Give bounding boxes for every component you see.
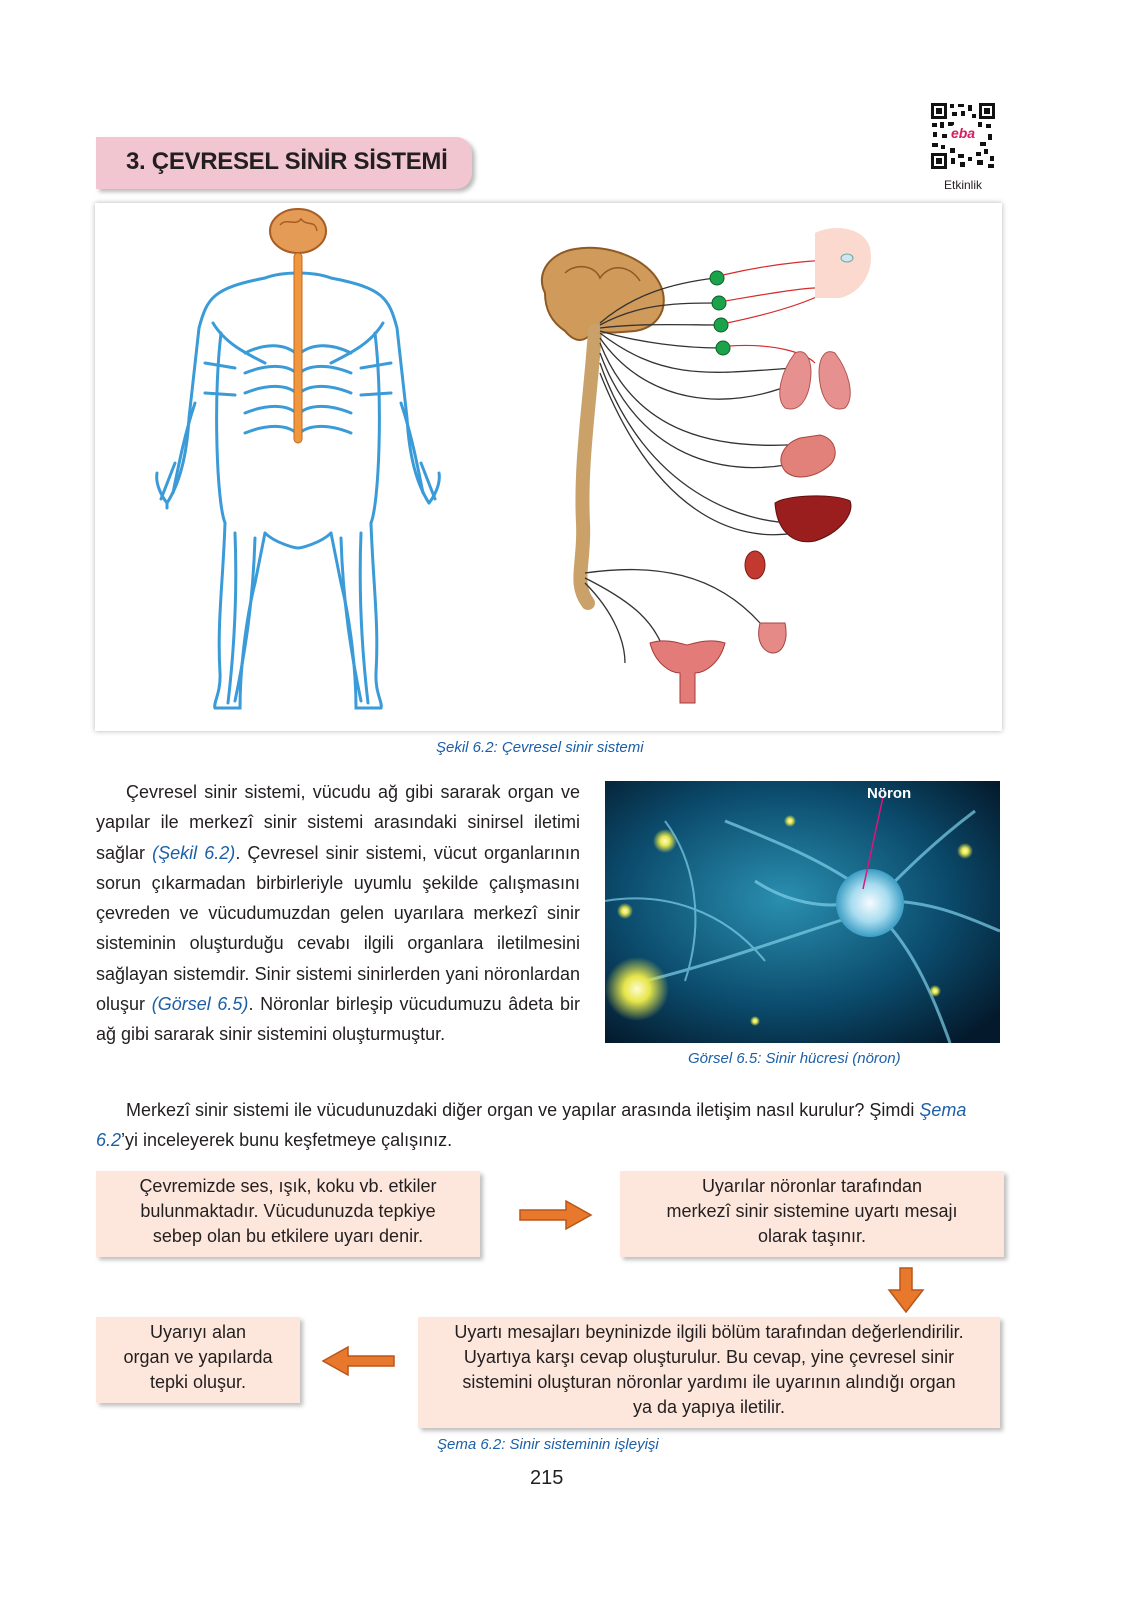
lungs-icon — [779, 351, 851, 410]
flow-box-response-line: tepki oluşur. — [149, 1372, 247, 1392]
flow-box-transmission-line: Uyarılar nöronlar tarafından — [701, 1176, 923, 1196]
flow-box-evaluation-line: sistemini oluşturan nöronlar yardımı ile… — [462, 1372, 956, 1392]
body-paragraph: Çevresel sinir sistemi, vücudu ağ gibi s… — [96, 777, 580, 1050]
autonomic-nerves-illustration — [540, 228, 871, 704]
spinal-cord — [293, 252, 303, 444]
spinal-cord-side — [573, 324, 602, 610]
brain-sagittal-icon — [540, 246, 665, 341]
flow-box-stimulus: Çevremizde ses, ışık, koku vb. etkiler b… — [96, 1171, 480, 1257]
flow-box-evaluation-line: Uyartıya karşı cevap oluşturulur. Bu cev… — [463, 1347, 955, 1367]
body-text-2: . Çevresel sinir sistemi, vücut organlar… — [96, 842, 581, 1015]
arrow-left-icon — [321, 1345, 395, 1377]
flow-box-transmission-line: merkezî sinir sistemine uyartı mesajı — [666, 1201, 958, 1221]
flow-box-transmission-line: olarak taşınır. — [757, 1226, 867, 1246]
arrow-down-icon — [887, 1267, 925, 1314]
gorsel-6-5-caption: Görsel 6.5: Sinir hücresi (nöron) — [688, 1050, 901, 1067]
flow-box-response: Uyarıyı alan organ ve yapılarda tepki ol… — [96, 1317, 300, 1403]
kidney-icon — [744, 550, 766, 580]
question-text-2: ’yi inceleyerek bunu keşfetmeye çalışını… — [121, 1130, 453, 1150]
flow-box-transmission: Uyarılar nöronlar tarafından merkezî sin… — [620, 1171, 1004, 1257]
gorsel-6-5-reference[interactable]: (Görsel 6.5) — [151, 994, 249, 1015]
brain-icon — [269, 208, 327, 254]
section-header-banner: 3. ÇEVRESEL SİNİR SİSTEMİ — [96, 137, 472, 189]
body-text-1: Çevresel sinir sistemi, vücudu ağ gibi s… — [96, 782, 580, 863]
sema-6-2-caption: Şema 6.2: Sinir sisteminin işleyişi — [437, 1436, 659, 1453]
neuron-photo: Nöron — [605, 781, 1000, 1043]
page-number: 215 — [530, 1467, 564, 1489]
flow-box-evaluation-line: Uyartı mesajları beyninizde ilgili bölüm… — [454, 1322, 964, 1342]
question-text-1: Merkezî sinir sistemi ile vücudunuzdaki … — [126, 1100, 920, 1120]
flow-box-stimulus-line: Çevremizde ses, ışık, koku vb. etkiler — [139, 1176, 437, 1196]
flow-box-stimulus-line: bulunmaktadır. Vücudunuzda tepkiye — [140, 1201, 436, 1221]
qr-badge: eba — [951, 125, 975, 141]
qr-caption: Etkinlik — [943, 178, 982, 192]
section-title: 3. ÇEVRESEL SİNİR SİSTEMİ — [126, 148, 448, 175]
flow-box-response-line: Uyarıyı alan — [149, 1322, 247, 1342]
body-text-3: . Nöronlar birleşip vücudumuzu âdeta bir… — [96, 994, 581, 1045]
flow-box-evaluation: Uyartı mesajları beyninizde ilgili bölüm… — [418, 1317, 1000, 1428]
figure-6-2-reference[interactable]: (Şekil 6.2) — [152, 842, 236, 863]
face-icon — [815, 228, 871, 298]
qr-code-icon[interactable]: eba — [930, 102, 996, 170]
stomach-icon — [780, 434, 836, 478]
figure-6-2-caption: Şekil 6.2: Çevresel sinir sistemi — [436, 739, 644, 756]
peripheral-nervous-system-illustration — [155, 208, 871, 710]
neuron-label: Nöron — [867, 785, 911, 802]
flow-box-response-line: organ ve yapılarda — [123, 1347, 273, 1367]
bladder-icon — [758, 622, 787, 654]
arrow-right-icon — [519, 1199, 593, 1231]
figure-6-2-frame — [95, 203, 1002, 731]
liver-icon — [774, 495, 852, 543]
neuron-soma — [836, 869, 904, 937]
flow-box-stimulus-line: sebep olan bu etkilere uyarı denir. — [152, 1226, 424, 1246]
flow-box-evaluation-line: ya da yapıya iletilir. — [632, 1397, 786, 1417]
sema-6-2-reference[interactable]: Şema 6.2 — [96, 1100, 967, 1150]
question-paragraph: Merkezî sinir sistemi ile vücudunuzdaki … — [96, 1095, 1008, 1155]
uterus-icon — [649, 640, 726, 704]
